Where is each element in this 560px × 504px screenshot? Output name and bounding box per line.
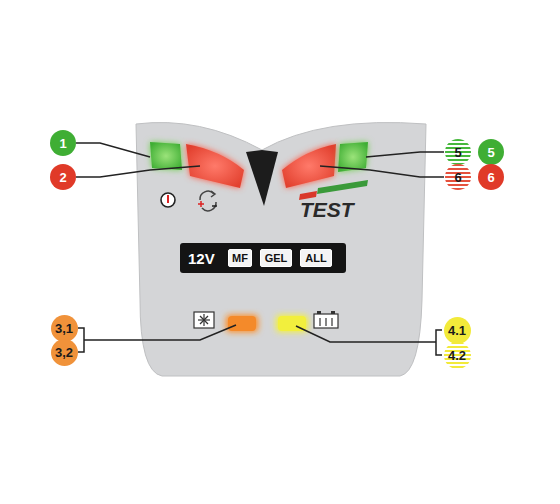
node-text: ALL <box>305 253 326 264</box>
test-stripe-green <box>317 180 368 194</box>
callout-number-flashing: 6 <box>445 164 471 190</box>
callout-number: 5 <box>478 139 504 165</box>
snowflake-icon <box>194 312 214 328</box>
node-text: 1 <box>59 137 66 150</box>
callout-number-flashing: 5 <box>445 139 471 165</box>
panel-body <box>136 122 426 376</box>
mode-band-bg <box>180 243 346 273</box>
node-text: 12V <box>188 251 215 266</box>
callout-number: 3,2 <box>51 339 78 366</box>
node-text: 4.1 <box>448 324 466 337</box>
node-text: 6 <box>454 171 461 184</box>
lower-leds <box>226 315 308 332</box>
callout-number: 3,1 <box>51 315 78 342</box>
power-icon <box>161 193 175 207</box>
leader-lines <box>76 143 444 355</box>
callout-number: 4.1 <box>444 317 471 344</box>
node-text: 5 <box>487 146 494 159</box>
panel-label: TEST <box>300 199 354 220</box>
node-text: 6 <box>487 171 494 184</box>
v-notch <box>246 150 278 206</box>
mode-box: MF <box>228 249 252 267</box>
callout-number-flashing: 4.2 <box>444 342 471 369</box>
node-text: 4.2 <box>448 349 466 362</box>
callout-number: 1 <box>50 130 76 156</box>
mode-band: 12V MF GEL ALL <box>180 243 346 273</box>
node-text: GEL <box>265 253 288 264</box>
recovery-icon <box>198 191 217 211</box>
mode-box: GEL <box>260 249 292 267</box>
node-text: MF <box>232 253 248 264</box>
node-text: 5 <box>454 146 461 159</box>
battery-icon <box>314 311 338 328</box>
mode-box: ALL <box>300 249 332 267</box>
callout-number: 6 <box>478 164 504 190</box>
callout-number: 2 <box>50 164 76 190</box>
node-text: 2 <box>59 171 66 184</box>
node-text: 3,2 <box>55 346 73 359</box>
top-leds <box>150 142 368 188</box>
node-text: 3,1 <box>55 322 73 335</box>
